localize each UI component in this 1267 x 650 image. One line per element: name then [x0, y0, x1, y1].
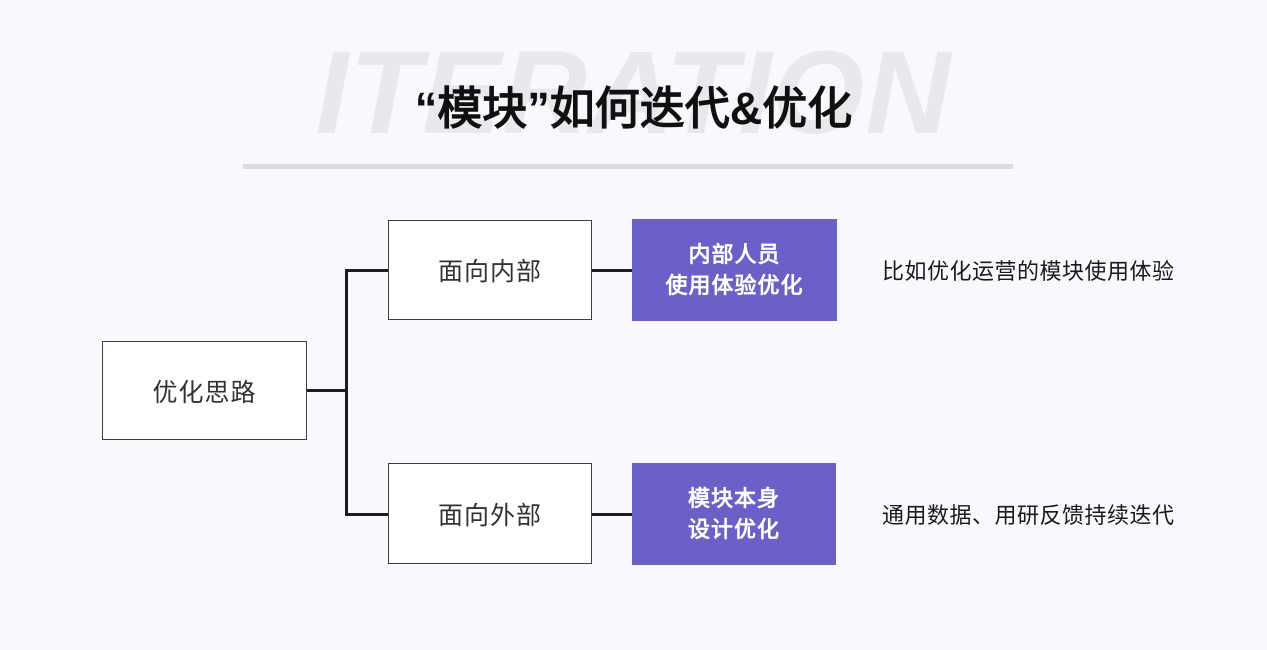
- node-facing-external-label: 面向外部: [437, 501, 542, 530]
- connector-trunk-vertical: [345, 269, 348, 516]
- connector-root-horizontal: [306, 389, 346, 392]
- node-root: 优化思路: [102, 341, 307, 440]
- outcome-external-line2: 设计优化: [687, 517, 780, 542]
- outcome-external-box: 模块本身 设计优化: [632, 463, 836, 565]
- outcome-internal-box: 内部人员 使用体验优化: [632, 219, 837, 321]
- connector-external-to-outcome: [591, 513, 633, 516]
- outcome-internal-line1: 内部人员: [688, 242, 781, 267]
- outcome-external-line1: 模块本身: [687, 486, 780, 511]
- note-internal: 比如优化运营的模块使用体验: [882, 259, 1175, 284]
- connector-top-branch: [345, 269, 389, 272]
- outcome-internal-line2: 使用体验优化: [665, 273, 804, 298]
- connector-internal-to-outcome: [591, 269, 633, 272]
- node-facing-external: 面向外部: [388, 463, 592, 564]
- page-title: “模块”如何迭代&优化: [414, 83, 853, 134]
- title-underline: [243, 164, 1013, 169]
- note-external: 通用数据、用研反馈持续迭代: [882, 503, 1175, 528]
- node-facing-internal: 面向内部: [388, 220, 592, 320]
- node-facing-internal-label: 面向内部: [437, 258, 542, 286]
- node-root-label: 优化思路: [152, 378, 257, 407]
- connector-bottom-branch: [345, 513, 389, 516]
- watermark-text: ITERATION: [315, 27, 952, 159]
